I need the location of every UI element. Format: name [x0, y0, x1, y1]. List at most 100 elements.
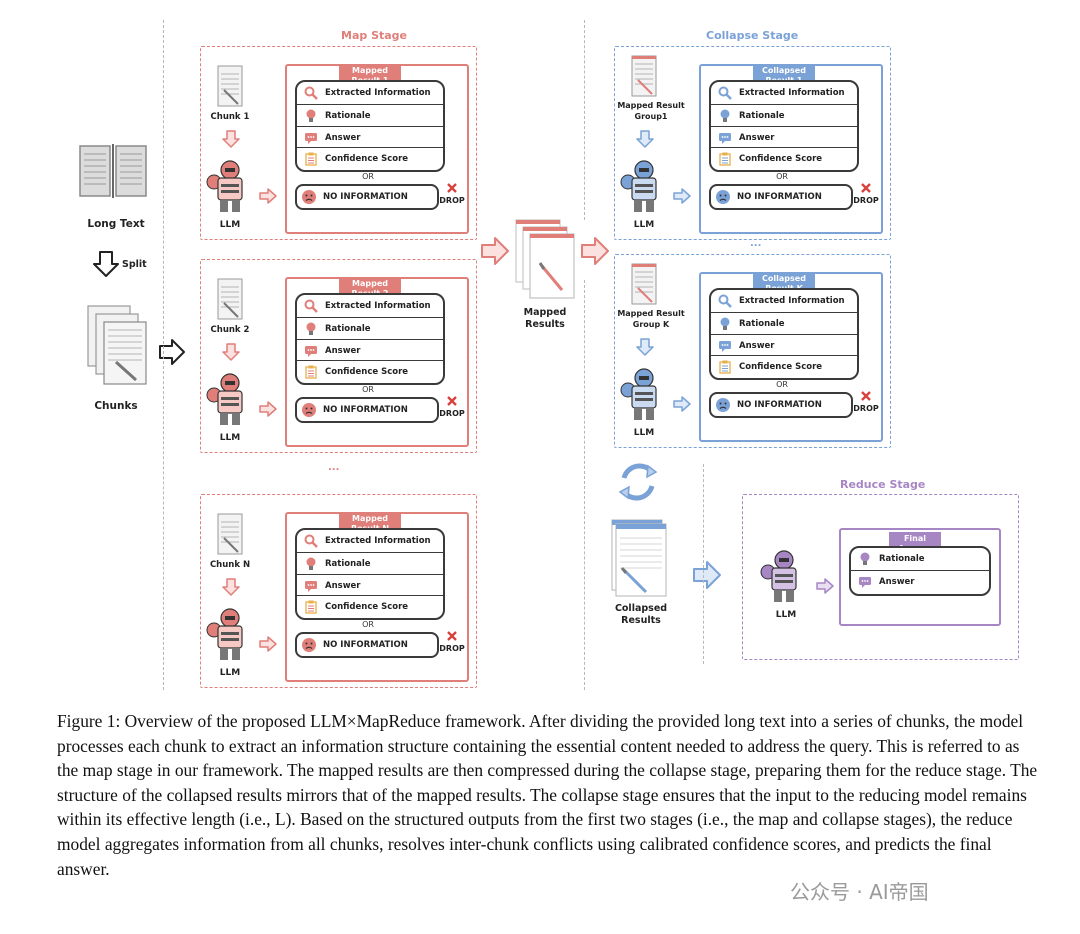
group-label: Mapped Result Group K [617, 309, 685, 329]
chunk-label: Chunk N [209, 560, 251, 570]
llm-to-result-arrow-icon [259, 188, 277, 208]
collapsed-result-box: Collapsed Result KExtracted InformationR… [699, 272, 883, 442]
collapse-cycle-icon [614, 458, 662, 510]
lightbulb-icon [303, 556, 319, 572]
rationale-label: Rationale [739, 111, 785, 121]
map-2-confidence-row: Confidence Score [297, 360, 443, 382]
mapped-results-text: Mapped Results [523, 307, 567, 330]
llm-label: LLM [633, 220, 655, 230]
extracted-info-label: Extracted Information [325, 301, 431, 311]
collapsed-results-label: Collapsed Results [606, 603, 676, 627]
llm-robot-icon [620, 158, 666, 220]
magnifier-icon [717, 293, 733, 309]
mapped-to-collapse-arrow-icon [580, 236, 610, 270]
reduce-stage-box [742, 494, 1019, 660]
group-doc-icon [630, 262, 658, 312]
clipboard-icon [303, 364, 319, 380]
collapse-2-extracted-row: Extracted Information [711, 290, 857, 312]
group-label: Mapped Result Group1 [617, 101, 685, 121]
collapse-1-or-label: OR [776, 172, 788, 181]
group-to-llm-arrow-icon [636, 130, 654, 152]
final-answer-row: Answer [851, 570, 989, 593]
chunk-to-llm-arrow-icon [222, 578, 240, 600]
extracted-info-label: Extracted Information [739, 296, 845, 306]
map-3-no-info-box: NO INFORMATION [295, 632, 439, 658]
chat-bubble-icon [857, 574, 873, 590]
map-3-answer-row: Answer [297, 574, 443, 597]
chat-bubble-icon [717, 338, 733, 354]
drop-x-icon [861, 391, 871, 401]
collapse-2-no-info-box: NO INFORMATION [709, 392, 853, 418]
drop-x-icon [861, 183, 871, 193]
confidence-label: Confidence Score [739, 153, 823, 164]
lightbulb-icon [717, 316, 733, 332]
llm-robot-icon [206, 371, 252, 433]
drop-label: DROP [439, 644, 465, 653]
map-unit-box [200, 46, 477, 240]
collapse-2-confidence-row: Confidence Score [711, 355, 857, 377]
answer-label: Answer [739, 341, 775, 351]
sad-face-icon [715, 397, 731, 413]
confidence-label: Confidence Score [739, 361, 823, 372]
chunk-doc-icon [216, 512, 244, 562]
mapped-result-box: Mapped Result 1Extracted InformationRati… [285, 64, 469, 234]
clipboard-icon [717, 151, 733, 167]
no-info-label: NO INFORMATION [737, 400, 822, 410]
map-1-answer-row: Answer [297, 126, 443, 149]
chunk-to-llm-arrow-icon [222, 343, 240, 365]
extracted-info-label: Extracted Information [325, 536, 431, 546]
no-info-label: NO INFORMATION [323, 640, 408, 650]
mapped-result-box: Mapped Result NExtracted InformationRati… [285, 512, 469, 682]
map-2-answer-row: Answer [297, 339, 443, 362]
reduce-llm-robot-icon [760, 548, 806, 610]
map-3-confidence-row: Confidence Score [297, 595, 443, 617]
sad-face-icon [715, 189, 731, 205]
long-text-label: Long Text [87, 218, 145, 230]
llm-robot-icon [206, 606, 252, 668]
confidence-label: Confidence Score [325, 601, 409, 612]
llm-label: LLM [219, 433, 241, 443]
map-1-extracted-row: Extracted Information [297, 82, 443, 104]
collapse-1-no-info-box: NO INFORMATION [709, 184, 853, 210]
rationale-label: Rationale [739, 319, 785, 329]
map-unit-box [200, 259, 477, 453]
reduce-llm-label: LLM [775, 610, 797, 620]
rationale-label: Rationale [325, 559, 371, 569]
collapse-ellipsis: ... [750, 238, 762, 249]
reduce-stage-title: Reduce Stage [840, 478, 926, 491]
collapse-stage-title: Collapse Stage [706, 29, 799, 42]
map-3-extracted-row: Extracted Information [297, 530, 443, 552]
confidence-label: Confidence Score [325, 366, 409, 377]
llm-to-result-arrow-icon [259, 401, 277, 421]
clipboard-icon [303, 599, 319, 615]
sad-face-icon [301, 637, 317, 653]
lightbulb-icon [303, 108, 319, 124]
chunk-doc-icon [216, 64, 244, 114]
sad-face-icon [301, 189, 317, 205]
chunk-label: Chunk 1 [210, 112, 250, 122]
llm-to-result-arrow-icon [673, 396, 691, 416]
chunk-label: Chunk 2 [210, 325, 250, 335]
llm-to-result-arrow-icon [259, 636, 277, 656]
chat-bubble-icon [717, 130, 733, 146]
final-answer-label: Answer [879, 577, 915, 587]
map-3-or-label: OR [362, 620, 374, 629]
map-to-mapped-arrow-icon [480, 236, 510, 270]
chunks-label: Chunks [94, 400, 138, 412]
magnifier-icon [303, 298, 319, 314]
drop-label: DROP [439, 196, 465, 205]
group-to-llm-arrow-icon [636, 338, 654, 360]
collapse-2-answer-row: Answer [711, 334, 857, 357]
map-1-confidence-row: Confidence Score [297, 147, 443, 169]
collapse-2-drop: DROP [851, 390, 881, 413]
extracted-info-label: Extracted Information [325, 88, 431, 98]
drop-label: DROP [853, 404, 879, 413]
chunks-icon [86, 304, 150, 392]
sad-face-icon [301, 402, 317, 418]
llm-robot-icon [206, 158, 252, 220]
llm-label: LLM [219, 220, 241, 230]
mapped-results-label: Mapped Results [514, 307, 576, 331]
